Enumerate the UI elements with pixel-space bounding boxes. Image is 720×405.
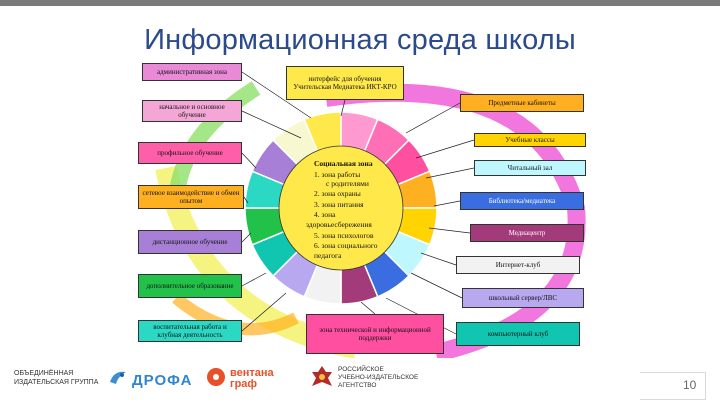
right-box: компьютерный клуб: [456, 322, 580, 346]
connector-line: [428, 227, 471, 234]
ventana-logo-line-1: вентана: [230, 367, 274, 379]
right-box: Интернет-клуб: [456, 256, 580, 274]
connector-line: [241, 272, 267, 287]
connector-line: [360, 301, 376, 315]
center-heading: Социальная зона: [314, 159, 373, 168]
drofa-bird-icon: [110, 371, 126, 384]
publisher-line-1: ОБЪЕДИНЁННАЯ: [14, 370, 74, 377]
connector-line: [415, 139, 475, 159]
left-box: начальное и основное обучение: [142, 100, 242, 122]
diagram-canvas: Социальная зона 1. зона работы с родител…: [136, 58, 588, 362]
center-item: здоровьесбережения: [306, 220, 372, 229]
ventana-flower-icon: [207, 368, 225, 386]
connector-line: [410, 272, 463, 299]
connector-line: [241, 152, 257, 169]
russian-line-2: УЧЕБНО-ИЗДАТЕЛЬСКОЕ: [338, 374, 419, 381]
connector-line: [243, 196, 249, 204]
center-item: педагога: [314, 251, 342, 260]
connector-line: [420, 252, 457, 266]
center-item: 5. зона психологов: [314, 231, 374, 240]
left-box: сетевое взаимодействие и обмен опытом: [138, 185, 244, 209]
top-bar: [0, 0, 720, 6]
left-box: дистанционное обучение: [138, 230, 242, 254]
connector-line: [241, 71, 312, 119]
left-box: дополнительное образование: [138, 274, 242, 298]
page-number: 10: [683, 378, 697, 392]
right-box: Библиотека/медиатека: [460, 192, 584, 210]
left-box: административная зона: [142, 63, 242, 81]
center-item: с родителями: [326, 179, 369, 188]
russian-line-1: РОССИЙСКОЕ: [338, 366, 384, 373]
top-box: интерфейс для обучения Учительская Медиа…: [286, 66, 404, 100]
center-item: 6. зона социального: [314, 241, 378, 250]
right-box: Медиацентр: [470, 224, 584, 242]
right-box: Читальный зал: [474, 160, 586, 176]
publisher-line-2: ИЗДАТЕЛЬСКАЯ ГРУППА: [14, 379, 99, 386]
right-box: Предметные кабинеты: [460, 94, 584, 112]
connector-line: [433, 200, 461, 207]
center-item: 2. зона охраны: [314, 189, 361, 198]
center-item: 1. зона работы: [314, 170, 361, 179]
center-item: 3. зона питания: [314, 200, 364, 209]
russian-eagle-icon: [312, 366, 332, 386]
connector-line: [241, 232, 252, 243]
right-box: Учебные классы: [474, 133, 586, 147]
drofa-logo: ДРОФА: [132, 372, 193, 389]
center-circle: [278, 145, 404, 271]
connector-line: [405, 102, 461, 134]
connector-line: [425, 167, 475, 179]
center-item: 4. зона: [314, 210, 336, 219]
bottom-box: зона технической и информационной поддер…: [306, 314, 444, 354]
page-number-frame: [640, 372, 706, 400]
connector-line: [340, 99, 346, 117]
ventana-logo-line-2: граф: [230, 378, 258, 390]
left-box: профильное обучение: [138, 142, 242, 164]
russian-line-3: АГЕНТСТВО: [338, 382, 377, 389]
footer: ОБЪЕДИНЁННАЯ ИЗДАТЕЛЬСКАЯ ГРУППА ДРОФА в…: [0, 360, 720, 405]
connector-line: [241, 292, 287, 332]
connector-line: [241, 110, 302, 139]
wheel-segments: [244, 111, 438, 305]
page-title: Информационная среда школы: [144, 24, 576, 56]
connector-lines: [241, 71, 475, 335]
right-box: школьный сервер/ЛВС: [462, 288, 584, 308]
left-box: воспитательная работа и клубная деятельн…: [138, 320, 242, 342]
